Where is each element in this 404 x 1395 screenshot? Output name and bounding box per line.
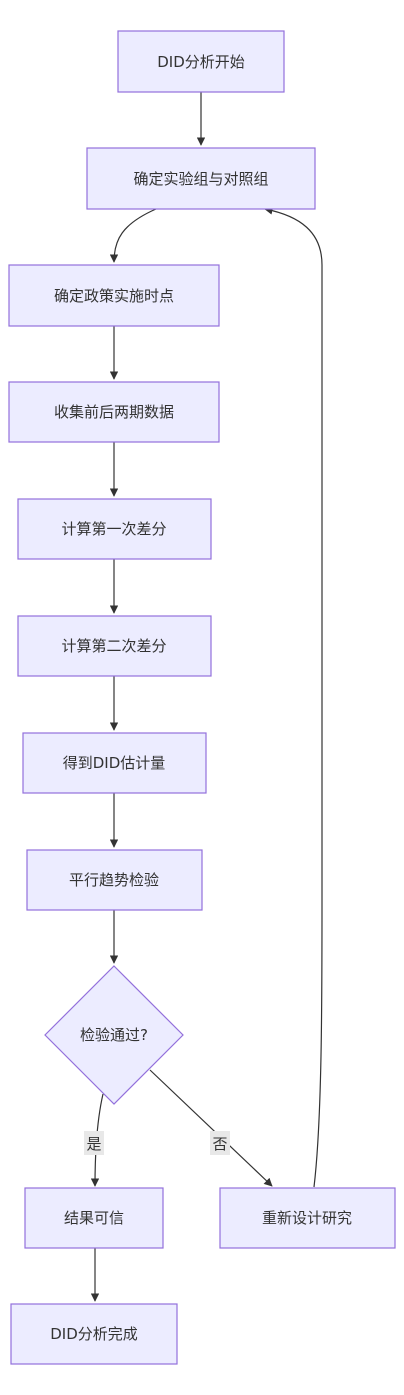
node-did-estimate-label: 得到DID估计量 xyxy=(63,754,166,772)
node-first-diff[interactable]: 计算第一次差分 xyxy=(17,498,212,560)
node-define-groups-label: 确定实验组与对照组 xyxy=(133,170,268,188)
edge-label-yes-text: 是 xyxy=(86,1135,101,1153)
node-define-groups[interactable]: 确定实验组与对照组 xyxy=(86,147,316,210)
node-second-diff-label: 计算第二次差分 xyxy=(61,637,166,655)
node-did-estimate[interactable]: 得到DID估计量 xyxy=(22,732,207,794)
node-second-diff[interactable]: 计算第二次差分 xyxy=(17,615,212,677)
node-first-diff-label: 计算第一次差分 xyxy=(61,520,166,538)
node-redesign-label: 重新设计研究 xyxy=(262,1209,352,1227)
edge-define-groups-to-policy-time xyxy=(109,208,157,263)
node-decision[interactable]: 检验通过? xyxy=(44,965,184,1105)
node-collect-data-label: 收集前后两期数据 xyxy=(54,403,174,421)
node-start-label: DID分析开始 xyxy=(157,53,245,71)
node-redesign[interactable]: 重新设计研究 xyxy=(219,1187,396,1249)
node-finish[interactable]: DID分析完成 xyxy=(10,1303,178,1365)
node-policy-time[interactable]: 确定政策实施时点 xyxy=(8,264,220,327)
node-credible[interactable]: 结果可信 xyxy=(24,1187,164,1249)
node-parallel-test-label: 平行趋势检验 xyxy=(69,871,159,889)
node-parallel-test[interactable]: 平行趋势检验 xyxy=(26,849,203,911)
node-collect-data[interactable]: 收集前后两期数据 xyxy=(8,381,220,443)
node-policy-time-label: 确定政策实施时点 xyxy=(54,287,174,305)
node-credible-label: 结果可信 xyxy=(64,1209,124,1227)
edge-decision-no-to-redesign xyxy=(149,1069,273,1187)
edge-label-no-text: 否 xyxy=(212,1135,227,1153)
edge-redesign-to-define-groups xyxy=(264,206,323,1188)
node-decision-label: 检验通过? xyxy=(80,1026,148,1044)
node-finish-label: DID分析完成 xyxy=(50,1325,138,1343)
node-start[interactable]: DID分析开始 xyxy=(117,30,285,93)
edge-label-yes: 是 xyxy=(84,1131,104,1155)
edge-label-no: 否 xyxy=(210,1131,230,1155)
